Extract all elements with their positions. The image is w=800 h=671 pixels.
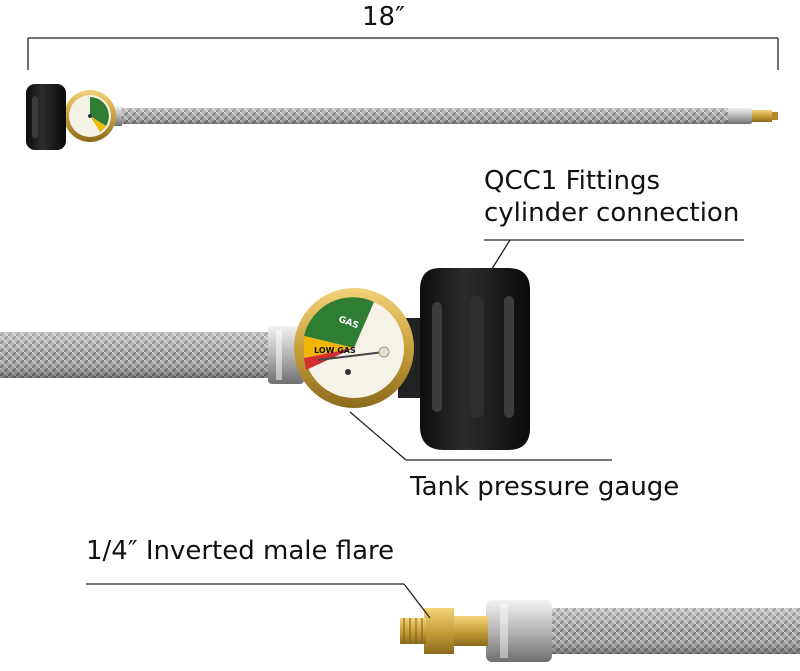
gauge-callout-label: Tank pressure gauge [410,472,680,502]
dimension-bracket [27,37,779,70]
gauge-low-gas-label: LOW GAS [314,346,356,355]
overview-hose-assembly [26,84,778,150]
callout-leader-gauge [349,411,612,461]
flare-fitting-closeup [400,600,800,662]
flare-callout-label: 1/4″ Inverted male flare [86,536,395,566]
callout-leader-flare [86,583,431,619]
qcc1-callout-title: QCC1 Fittings [484,166,661,196]
qcc1-coupling-nut [398,268,530,450]
closeup-hose-segment [0,326,304,384]
callout-leader-qcc1 [484,239,744,273]
pressure-gauge-closeup [294,288,414,408]
dimension-length-label: 18″ [362,2,405,32]
qcc1-callout-subtitle: cylinder connection [484,198,740,228]
